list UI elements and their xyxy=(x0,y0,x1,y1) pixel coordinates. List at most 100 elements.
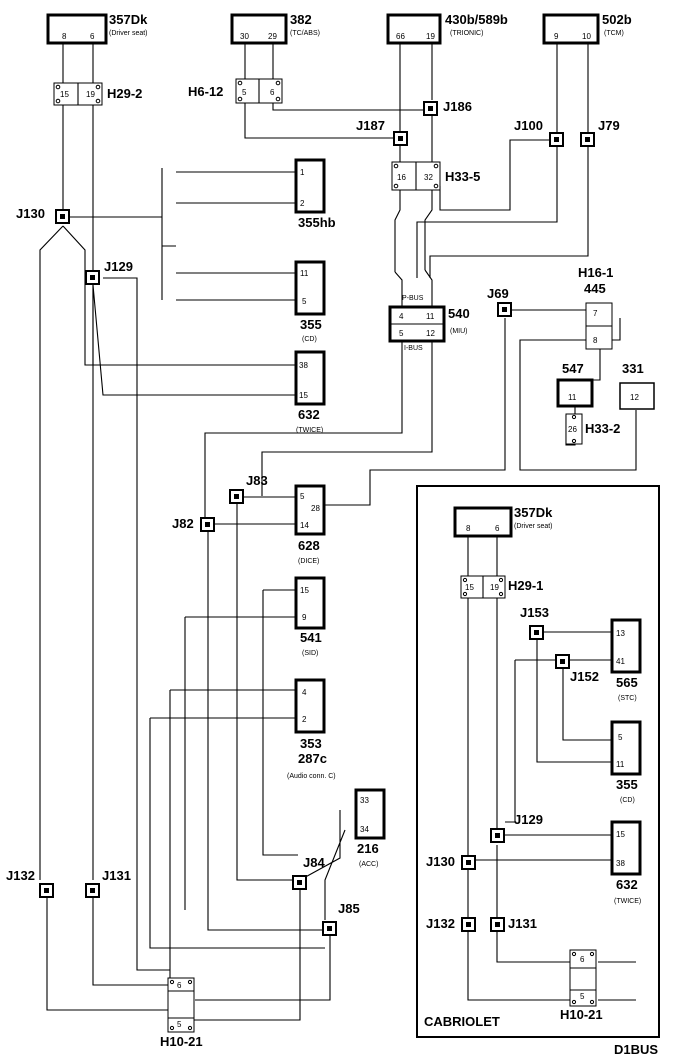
pin-label: 38 xyxy=(299,361,308,370)
component-id: 541 xyxy=(300,630,322,645)
pin-label: 13 xyxy=(616,629,625,638)
pin-label: 5 xyxy=(618,733,623,742)
junction-j130: J130 xyxy=(16,206,70,224)
pin-label: 9 xyxy=(554,32,559,41)
component-353: 4 2 353 287c (Audio conn. C) xyxy=(287,678,336,780)
junction-j131: J131 xyxy=(85,868,131,898)
component-desc: (SID) xyxy=(302,650,318,657)
connector-h16-1: H16-1 445 7 8 xyxy=(578,265,613,350)
pin-label: 7 xyxy=(593,309,598,318)
frame-title: CABRIOLET xyxy=(424,1014,500,1029)
component-357dk-top: 8 6 357Dk (Driver seat) xyxy=(46,12,148,45)
connector-label: H16-1 xyxy=(578,265,613,280)
junction-label: J131 xyxy=(508,916,537,931)
component-357dk-cab: 8 6 357Dk (Driver seat) xyxy=(453,505,553,538)
connector-h33-2: 26 H33-2 xyxy=(565,413,620,445)
component-id: 353 xyxy=(300,736,322,751)
junction-label: J153 xyxy=(520,605,549,620)
pin-label: 5 xyxy=(399,329,404,338)
connector-h6-12: 5 6 H6-12 xyxy=(188,78,283,104)
junction-label: J82 xyxy=(172,516,194,531)
component-id: 445 xyxy=(584,281,606,296)
pin-label: 34 xyxy=(360,825,369,834)
component-desc: (CD) xyxy=(620,797,635,804)
component-desc: (ACC) xyxy=(359,861,378,868)
junction-j100: J100 xyxy=(514,118,564,147)
pin-label: 29 xyxy=(268,32,277,41)
junction-j85: J85 xyxy=(322,901,360,936)
junction-j186: J186 xyxy=(423,99,472,116)
component-desc: (CD) xyxy=(302,336,317,343)
connector-label: H10-21 xyxy=(160,1034,203,1049)
component-id: 502b xyxy=(602,12,632,27)
junction-j132-cab: J132 xyxy=(426,916,476,932)
junction-label: J152 xyxy=(570,669,599,684)
junction-j84: J84 xyxy=(292,855,325,890)
pin-label: 33 xyxy=(360,796,369,805)
junction-j82: J82 xyxy=(172,516,215,532)
pin-label: 38 xyxy=(616,859,625,868)
component-id: 628 xyxy=(298,538,320,553)
component-id: 430b/589b xyxy=(445,12,508,27)
component-desc: (TC/ABS) xyxy=(290,30,320,37)
pin-label: 6 xyxy=(580,955,585,964)
component-id: 382 xyxy=(290,12,312,27)
junction-j129-cab: J129 xyxy=(490,812,543,843)
junction-label: J187 xyxy=(356,118,385,133)
component-desc: (Driver seat) xyxy=(109,30,148,37)
pin-label: 9 xyxy=(302,613,307,622)
connector-label: H33-5 xyxy=(445,169,480,184)
component-id: 355hb xyxy=(298,215,336,230)
pin-label: 8 xyxy=(62,32,67,41)
component-desc: (TRIONIC) xyxy=(450,30,483,37)
component-id: 357Dk xyxy=(109,12,148,27)
component-id: 355 xyxy=(300,317,322,332)
connector-h10-21: 6 5 H10-21 xyxy=(160,977,203,1049)
pin-label: 19 xyxy=(490,583,499,592)
connector-label: H10-21 xyxy=(560,1007,603,1022)
pin-label: 2 xyxy=(302,715,307,724)
junction-j130-cab: J130 xyxy=(426,854,476,870)
junction-label: J83 xyxy=(246,473,268,488)
pin-label: 4 xyxy=(302,688,307,697)
component-id: 632 xyxy=(298,407,320,422)
bus-label: P-BUS xyxy=(402,295,424,302)
component-id: 357Dk xyxy=(514,505,553,520)
pin-label: 11 xyxy=(426,312,435,321)
junction-j129: J129 xyxy=(85,259,133,285)
pin-label: 5 xyxy=(177,1020,182,1029)
junction-j187: J187 xyxy=(356,118,408,146)
pin-label: 6 xyxy=(270,88,275,97)
pin-label: 11 xyxy=(616,760,625,769)
component-547: 547 11 xyxy=(556,361,594,408)
component-desc: (MIU) xyxy=(450,328,468,335)
junction-label: J132 xyxy=(426,916,455,931)
pin-label: 26 xyxy=(568,425,577,434)
pin-label: 12 xyxy=(630,393,639,402)
pin-label: 66 xyxy=(396,32,405,41)
junction-label: J85 xyxy=(338,901,360,916)
pin-label: 28 xyxy=(311,504,320,513)
component-desc: (DICE) xyxy=(298,558,319,565)
pin-label: 8 xyxy=(466,524,471,533)
junction-label: J130 xyxy=(16,206,45,221)
pin-label: 32 xyxy=(424,173,433,182)
component-540: 4 11 5 12 540 (MIU) P-BUS I-BUS xyxy=(388,295,470,352)
junction-j79: J79 xyxy=(580,118,620,147)
component-id: 216 xyxy=(357,841,379,856)
cabriolet-frame: CABRIOLET xyxy=(416,485,660,1038)
component-id-alt: 287c xyxy=(298,751,327,766)
junction-label: J132 xyxy=(6,868,35,883)
component-desc: (TCM) xyxy=(604,30,624,37)
wires xyxy=(39,42,637,1021)
component-628: 5 28 14 628 (DICE) xyxy=(294,484,326,565)
junction-label: J129 xyxy=(104,259,133,274)
junction-label: J129 xyxy=(514,812,543,827)
component-430b-589b: 66 19 430b/589b (TRIONIC) xyxy=(386,12,508,45)
component-id: 632 xyxy=(616,877,638,892)
component-desc: (TWICE) xyxy=(614,898,641,905)
pin-label: 2 xyxy=(300,199,305,208)
junction-j83: J83 xyxy=(229,473,268,504)
component-355-cab: 5 11 355 (CD) xyxy=(610,720,642,804)
